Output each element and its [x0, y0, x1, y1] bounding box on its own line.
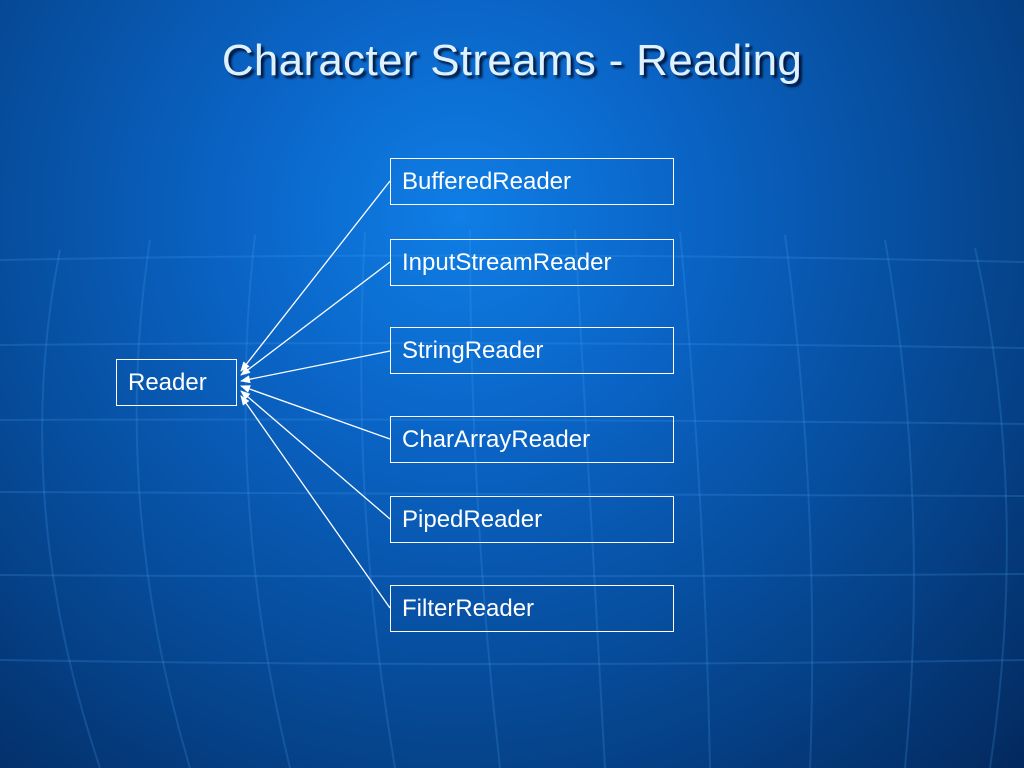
connector-pipedreader	[240, 390, 391, 520]
inputstreamreader-node-label: InputStreamReader	[402, 248, 612, 276]
inputstreamreader-node: InputStreamReader	[390, 239, 674, 286]
pipedreader-node-label: PipedReader	[402, 505, 543, 533]
connector-chararrayreader	[240, 385, 391, 440]
stringreader-node-label: StringReader	[402, 336, 544, 364]
chararrayreader-node-label: CharArrayReader	[402, 425, 591, 453]
pipedreader-node: PipedReader	[390, 496, 674, 543]
reader-node: Reader	[116, 359, 237, 406]
bufferedreader-node: BufferedReader	[390, 158, 674, 205]
filterreader-node-label: FilterReader	[402, 594, 535, 622]
stringreader-node: StringReader	[390, 327, 674, 374]
connector-bufferedreader	[240, 180, 391, 372]
connector-inputstreamreader	[240, 261, 391, 376]
bufferedreader-node-label: BufferedReader	[402, 167, 572, 195]
filterreader-node: FilterReader	[390, 585, 674, 632]
chararrayreader-node: CharArrayReader	[390, 416, 674, 463]
connector-stringreader	[240, 350, 391, 384]
connector-filterreader	[240, 395, 391, 609]
reader-node-label: Reader	[128, 368, 207, 396]
slide-title: Character Streams - Reading	[221, 36, 803, 85]
